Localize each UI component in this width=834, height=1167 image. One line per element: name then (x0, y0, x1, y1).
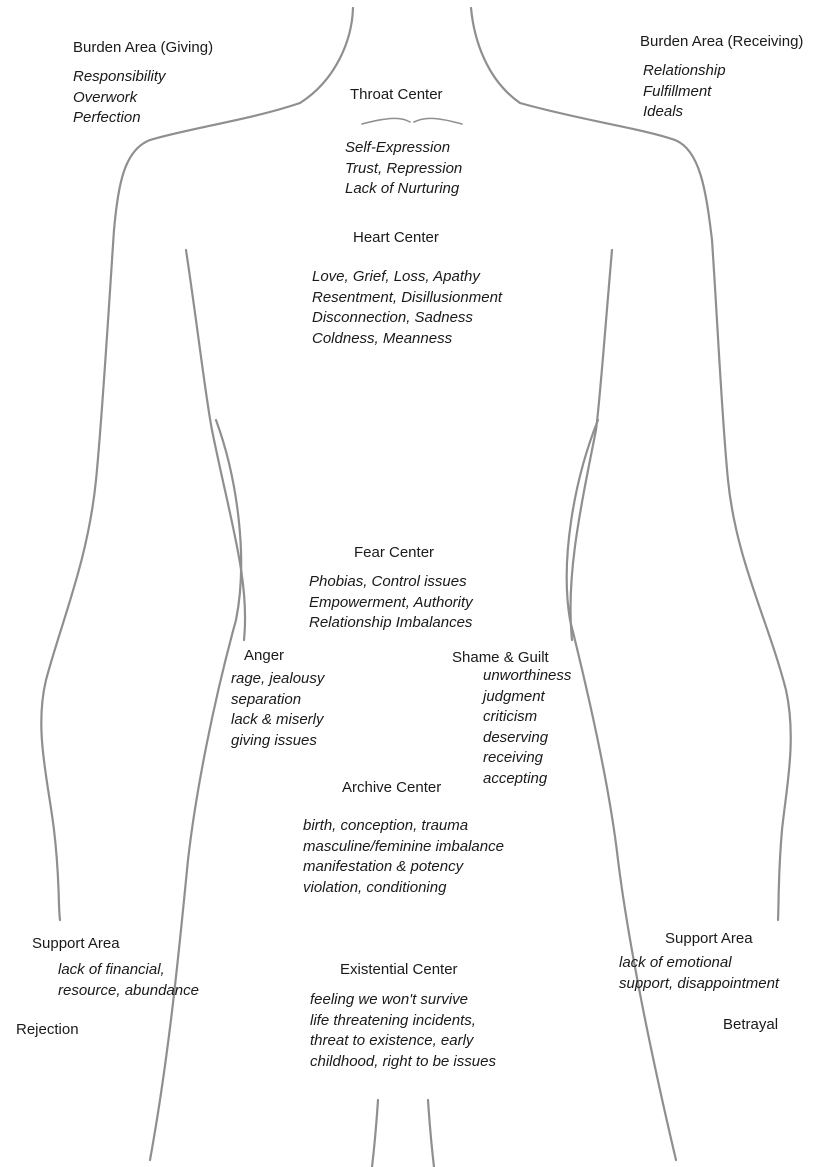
rejection-label: Rejection (16, 1020, 79, 1039)
burden-receiving-item: Relationship (643, 61, 803, 82)
existential-center-items: feeling we won't survive life threatenin… (310, 990, 496, 1072)
support-right-item: lack of emotional (619, 953, 779, 974)
throat-center-item: Trust, Repression (345, 159, 462, 180)
support-left-heading: Support Area (32, 934, 120, 953)
heart-center-item: Disconnection, Sadness (312, 308, 502, 329)
right-waist-line (567, 420, 676, 1160)
anger-item: lack & miserly (231, 710, 324, 731)
collarbone-left-line (362, 118, 410, 124)
fear-center-heading: Fear Center (354, 543, 434, 562)
burden-giving-label: Burden Area (Giving) Responsibility Over… (73, 38, 213, 129)
left-arm-inner-line (186, 250, 245, 640)
support-right-heading: Support Area (665, 929, 753, 948)
burden-receiving-heading: Burden Area (Receiving) (640, 32, 803, 51)
left-waist-line (150, 420, 241, 1160)
throat-center-items: Self-Expression Trust, Repression Lack o… (345, 138, 462, 200)
burden-receiving-item: Ideals (643, 102, 803, 123)
anger-heading: Anger (244, 646, 284, 665)
existential-center-item: childhood, right to be issues (310, 1052, 496, 1073)
right-arm-outer-line (520, 103, 791, 920)
heart-center-item: Coldness, Meanness (312, 329, 502, 350)
right-arm-inner-line (570, 250, 612, 640)
shame-guilt-item: unworthiness (483, 666, 571, 687)
throat-center-item: Self-Expression (345, 138, 462, 159)
archive-center-item: masculine/feminine imbalance (303, 837, 504, 858)
archive-center-item: birth, conception, trauma (303, 816, 504, 837)
anger-item: rage, jealousy (231, 669, 324, 690)
throat-center-item: Lack of Nurturing (345, 179, 462, 200)
heart-center-item: Resentment, Disillusionment (312, 288, 502, 309)
anger-item: giving issues (231, 731, 324, 752)
fear-center-item: Relationship Imbalances (309, 613, 473, 634)
burden-receiving-item: Fulfillment (643, 82, 803, 103)
shame-guilt-item: judgment (483, 687, 571, 708)
support-right-item: support, disappointment (619, 974, 779, 995)
existential-center-item: threat to existence, early (310, 1031, 496, 1052)
neck-right-line (471, 8, 520, 103)
existential-center-item: life threatening incidents, (310, 1011, 496, 1032)
existential-center-item: feeling we won't survive (310, 990, 496, 1011)
support-left-item: resource, abundance (58, 981, 199, 1002)
heart-center-item: Love, Grief, Loss, Apathy (312, 267, 502, 288)
burden-receiving-label: Burden Area (Receiving) Relationship Ful… (640, 32, 803, 123)
archive-center-items: birth, conception, trauma masculine/femi… (303, 816, 504, 898)
shame-guilt-items: unworthiness judgment criticism deservin… (483, 666, 571, 789)
right-inner-leg-line (428, 1100, 434, 1167)
shame-guilt-item: deserving (483, 728, 571, 749)
burden-giving-item: Responsibility (73, 67, 213, 88)
left-arm-outer-line (41, 103, 300, 920)
support-left-item: lack of financial, (58, 960, 199, 981)
existential-center-heading: Existential Center (340, 960, 458, 979)
archive-center-item: violation, conditioning (303, 878, 504, 899)
shame-guilt-item: criticism (483, 707, 571, 728)
shame-guilt-item: receiving (483, 748, 571, 769)
burden-giving-item: Overwork (73, 88, 213, 109)
support-right-items: lack of emotional support, disappointmen… (619, 953, 779, 994)
fear-center-items: Phobias, Control issues Empowerment, Aut… (309, 572, 473, 634)
betrayal-label: Betrayal (723, 1015, 778, 1034)
heart-center-items: Love, Grief, Loss, Apathy Resentment, Di… (312, 267, 502, 349)
anger-items: rage, jealousy separation lack & miserly… (231, 669, 324, 751)
archive-center-heading: Archive Center (342, 778, 441, 797)
shame-guilt-heading: Shame & Guilt (452, 648, 549, 667)
left-inner-leg-line (372, 1100, 378, 1167)
support-left-items: lack of financial, resource, abundance (58, 960, 199, 1001)
fear-center-item: Phobias, Control issues (309, 572, 473, 593)
anger-item: separation (231, 690, 324, 711)
archive-center-item: manifestation & potency (303, 857, 504, 878)
shame-guilt-item: accepting (483, 769, 571, 790)
burden-giving-item: Perfection (73, 108, 213, 129)
collarbone-right-line (414, 118, 462, 124)
burden-giving-heading: Burden Area (Giving) (73, 38, 213, 57)
throat-center-heading: Throat Center (350, 85, 443, 104)
fear-center-item: Empowerment, Authority (309, 593, 473, 614)
neck-left-line (300, 8, 353, 103)
heart-center-heading: Heart Center (353, 228, 439, 247)
